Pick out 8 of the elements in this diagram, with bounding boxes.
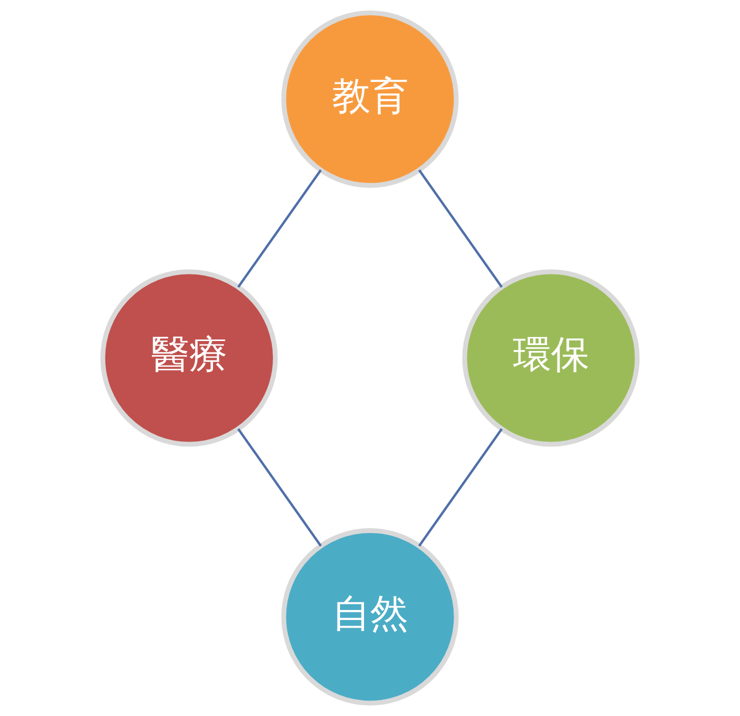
connector [237,169,322,288]
connector [418,428,503,547]
node-circle: 環保 [462,269,640,447]
node-circle: 教育 [281,10,459,188]
connector [237,428,322,547]
node-circle: 醫療 [100,269,278,447]
node-circle: 自然 [281,528,459,706]
connector [418,169,503,288]
